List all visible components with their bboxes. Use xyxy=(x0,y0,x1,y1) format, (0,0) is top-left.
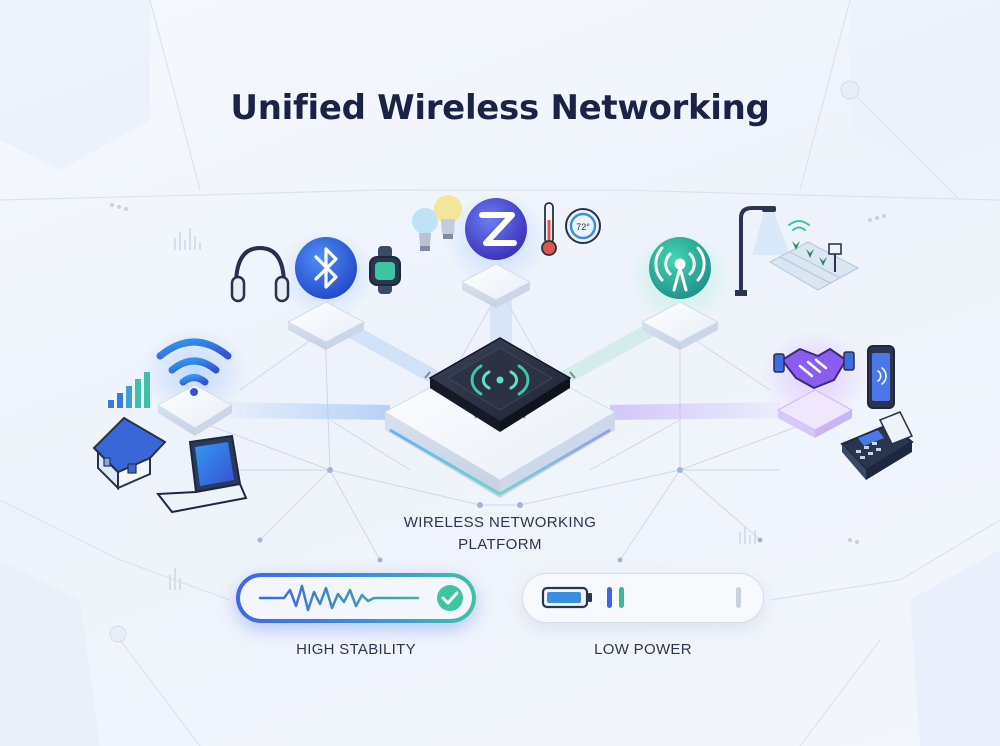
high-stability-indicator xyxy=(236,573,476,623)
cell-tower-icon xyxy=(654,246,706,292)
signal-bars-icon xyxy=(108,372,150,408)
thermostat-icon: 72° xyxy=(565,208,601,244)
decorative-bars xyxy=(169,228,756,590)
laptop-icon xyxy=(156,434,248,514)
cellular-node xyxy=(628,206,860,350)
handshake-icon xyxy=(773,348,855,389)
platform-label-line2: PLATFORM xyxy=(458,536,542,553)
bluetooth-icon xyxy=(314,247,338,289)
smart-farm-icon xyxy=(768,220,860,291)
zwave-node: 72° xyxy=(412,192,601,308)
background-nodes xyxy=(109,80,860,643)
thermostat-reading: 72° xyxy=(576,222,590,232)
mesh-nodes xyxy=(257,467,763,563)
thermometer-icon xyxy=(541,202,557,256)
high-stability-label: HIGH STABILITY xyxy=(296,641,416,658)
low-power-label: LOW POWER xyxy=(594,641,692,658)
nfc-node xyxy=(760,330,914,480)
z-wave-icon xyxy=(479,212,517,246)
smartphone-nfc-icon xyxy=(867,345,895,409)
wireless-signal-icon xyxy=(470,364,530,396)
headphones-icon xyxy=(230,245,290,303)
platform-label: WIRELESS NETWORKING PLATFORM xyxy=(380,512,620,556)
card-terminal-icon xyxy=(840,411,914,480)
battery-icon xyxy=(541,586,741,609)
wifi-node xyxy=(92,327,250,514)
house-icon xyxy=(92,416,167,491)
decorative-dots xyxy=(110,203,886,544)
processor-chip xyxy=(424,337,576,432)
platform-label-line1: WIRELESS NETWORKING xyxy=(403,514,597,531)
bluetooth-node xyxy=(230,230,401,350)
wifi-icon xyxy=(156,338,232,396)
connection-beams xyxy=(230,300,780,420)
waveform-icon xyxy=(258,584,463,612)
low-power-indicator xyxy=(522,573,764,623)
street-lamp-icon xyxy=(735,206,790,296)
smart-bulbs-icon xyxy=(412,195,462,251)
smartwatch-icon xyxy=(369,246,401,294)
check-icon xyxy=(437,585,463,611)
diagram-title: Unified Wireless Networking xyxy=(230,88,770,128)
